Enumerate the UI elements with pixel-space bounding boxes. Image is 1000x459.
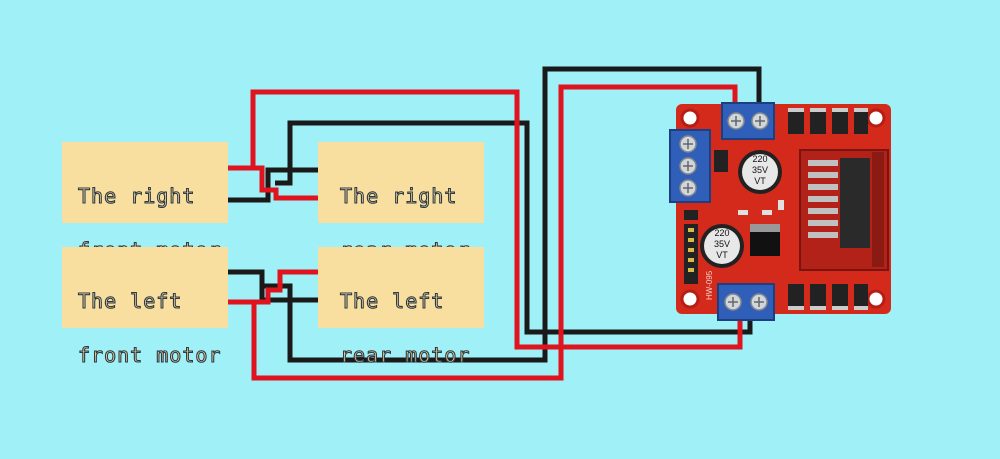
ic-pin xyxy=(808,232,838,238)
motor-left-front-line2: front motor xyxy=(77,342,222,367)
header-pins xyxy=(684,210,698,220)
board-model-label: HW-095 xyxy=(705,270,714,300)
diode xyxy=(832,108,848,134)
ic-pin xyxy=(808,172,838,178)
mount-hole xyxy=(866,108,886,128)
wire-red-left-cross xyxy=(254,269,318,305)
wire-black-left-bottom xyxy=(262,66,762,363)
capacitor-bottom: 220 35V VT xyxy=(700,224,744,268)
capacitor-top-code: VT xyxy=(754,176,766,186)
wire-red-right-cross xyxy=(253,165,318,201)
ic-pin xyxy=(808,208,838,214)
motor-left-rear-line1: The left xyxy=(339,288,445,313)
ic-pin xyxy=(808,160,838,166)
mount-hole xyxy=(680,289,700,309)
diode xyxy=(810,108,826,134)
wire-red-right-front xyxy=(228,89,743,350)
motor-left-rear: The left rear motor xyxy=(318,247,484,368)
diode xyxy=(854,108,868,134)
l298n-chip xyxy=(840,158,870,248)
motor-left-rear-label: The left rear motor xyxy=(318,247,484,396)
voltage-regulator xyxy=(750,230,780,256)
smd-resistor xyxy=(738,210,748,215)
motor-left-rear-line2: rear motor xyxy=(339,342,471,367)
capacitor-bottom-value: 220 xyxy=(714,228,729,238)
motor-driver-board: 220 35V VT 220 35V VT HW-095 xyxy=(669,102,891,321)
diode xyxy=(810,284,826,310)
ic-pin xyxy=(808,220,838,226)
motor-left-front-label: The left front motor xyxy=(62,247,228,396)
diode xyxy=(832,284,848,310)
mount-hole xyxy=(866,289,886,309)
motor-left-front-line1: The left xyxy=(77,288,183,313)
ic-pin xyxy=(808,184,838,190)
ic-pin xyxy=(808,196,838,202)
mount-hole xyxy=(680,108,700,128)
wire-black-right-rear xyxy=(275,120,753,335)
capacitor-top-value: 220 xyxy=(752,154,767,164)
smd-resistor xyxy=(778,200,784,210)
motor-right-front: The right front motor xyxy=(62,142,228,263)
heatsink-bar xyxy=(872,152,884,267)
capacitor-top-voltage: 35V xyxy=(752,165,768,175)
wire-black-right-loop xyxy=(228,167,318,203)
capacitor-top: 220 35V VT xyxy=(738,150,782,194)
jumper xyxy=(714,150,728,172)
diode xyxy=(788,108,804,134)
diode xyxy=(788,284,804,310)
motor-right-rear: The right rear motor xyxy=(318,142,484,263)
motor-left-front: The left front motor xyxy=(62,247,228,368)
diode xyxy=(854,284,868,310)
smd-resistor xyxy=(762,210,772,215)
capacitor-bottom-voltage: 35V xyxy=(714,239,730,249)
capacitor-bottom-code: VT xyxy=(716,250,728,260)
motor-right-rear-line1: The right xyxy=(339,183,458,208)
motor-right-front-line1: The right xyxy=(77,183,196,208)
